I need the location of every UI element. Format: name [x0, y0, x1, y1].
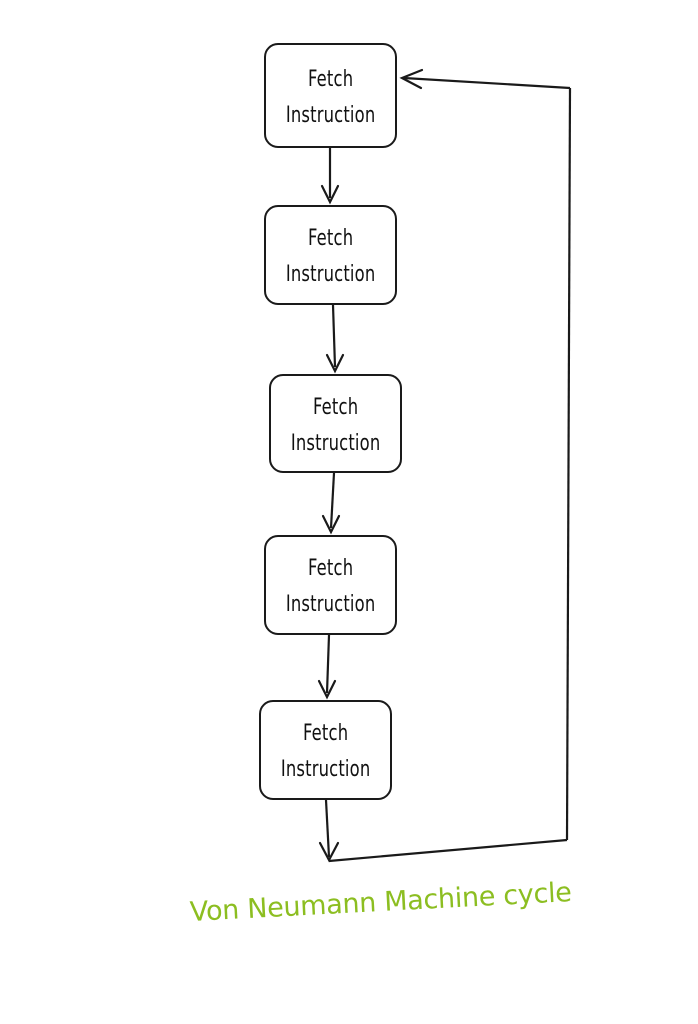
node-label-line2: Instruction: [285, 589, 376, 617]
process-node-fetch-instruction-3[interactable]: Fetch Instruction: [269, 374, 402, 473]
process-node-fetch-instruction-4[interactable]: Fetch Instruction: [264, 535, 397, 635]
node-label-line2: Instruction: [285, 259, 376, 287]
node-label-line1: Fetch: [307, 64, 354, 91]
node-label-line1: Fetch: [307, 553, 354, 581]
node-label-line2: Instruction: [285, 100, 376, 127]
node-label-line1: Fetch: [307, 223, 354, 251]
process-node-fetch-instruction-2[interactable]: Fetch Instruction: [264, 205, 397, 305]
connector-node2-node3: [325, 304, 345, 374]
process-node-fetch-instruction-1[interactable]: Fetch Instruction: [264, 43, 397, 148]
process-node-fetch-instruction-5[interactable]: Fetch Instruction: [259, 700, 392, 800]
node-label-line2: Instruction: [290, 428, 381, 455]
node-label-line1: Fetch: [302, 718, 349, 746]
connector-node1-node2: [320, 148, 340, 205]
node-label-line1: Fetch: [312, 392, 359, 419]
feedback-loop-edge: [318, 68, 572, 863]
connector-node3-node4: [321, 472, 341, 535]
connector-node4-node5: [317, 634, 337, 700]
node-label-line2: Instruction: [280, 754, 371, 782]
